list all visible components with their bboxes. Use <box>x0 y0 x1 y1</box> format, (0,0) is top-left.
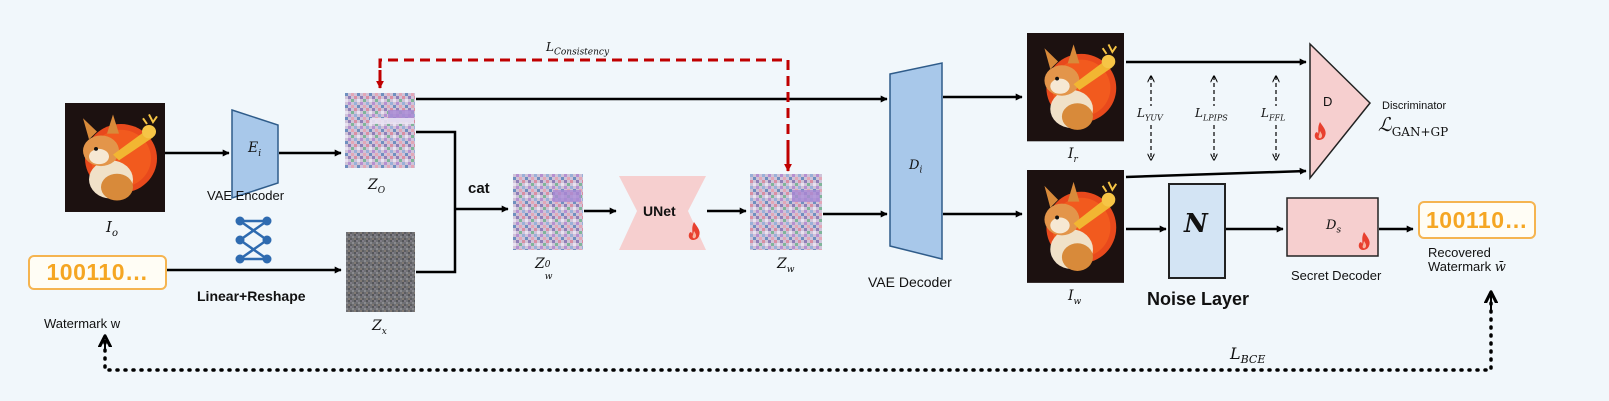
vae-decoder-shape <box>889 62 943 260</box>
latent-zo-label: ZO <box>368 177 386 196</box>
encoder-symbol: Ei <box>248 140 262 159</box>
reconstructed-image-label: Ir <box>1068 146 1078 165</box>
cat-bracket <box>416 130 457 274</box>
consistency-path <box>378 58 790 168</box>
loss-yuv-label: LYUV <box>1135 106 1165 123</box>
loss-lpips-label: LLPIPS <box>1193 106 1230 123</box>
vae-encoder-shape <box>231 108 279 200</box>
latent-zw-label: Zw <box>777 256 795 275</box>
discriminator-symbol: D <box>1323 94 1333 109</box>
noise-label: Noise Layer <box>1147 289 1250 309</box>
secret-decoder-symbol: Ds <box>1326 218 1342 236</box>
cat-label: cat <box>468 180 490 197</box>
noise-symbol: N <box>1184 209 1208 239</box>
latent-zw <box>750 174 822 250</box>
noise-layer-box <box>1168 183 1226 279</box>
linear-reshape-label: Linear+Reshape <box>197 288 306 304</box>
latent-zw0 <box>513 174 583 250</box>
input-image-label: Io <box>106 218 118 239</box>
discriminator-shape <box>1309 42 1372 181</box>
discriminator-label: Discriminator <box>1382 100 1447 112</box>
reconstructed-image <box>1026 32 1125 143</box>
bce-loop <box>103 293 1493 372</box>
loss-ffl-label: LFFL <box>1259 106 1288 123</box>
discriminator-loss-label: ℒGAN+GP <box>1378 114 1449 139</box>
watermarked-image <box>1026 169 1125 284</box>
bce-loss-label: LBCE <box>1230 344 1266 367</box>
unet-label: UNet <box>643 203 676 219</box>
secret-decoder-label: Secret Decoder <box>1291 268 1382 283</box>
consistency-loss-label: LConsistency <box>546 40 610 58</box>
latent-zx-label: Zx <box>372 318 387 337</box>
encoder-label: VAE Encoder <box>207 188 285 203</box>
latent-zo <box>345 93 415 168</box>
decoder-symbol: Di <box>909 158 923 176</box>
neural-network-icon <box>235 216 272 264</box>
arrow-iw-discriminator <box>1125 167 1307 179</box>
watermark-input-box: 100110… <box>28 255 167 290</box>
input-image <box>64 102 166 213</box>
unet-shape <box>619 176 706 250</box>
latent-zx <box>346 232 415 312</box>
decoder-label: VAE Decoder <box>868 274 952 290</box>
watermark-label: Watermark w <box>44 316 121 331</box>
recovered-watermark-box: 100110… <box>1418 201 1536 239</box>
watermarked-image-label: Iw <box>1068 288 1082 307</box>
